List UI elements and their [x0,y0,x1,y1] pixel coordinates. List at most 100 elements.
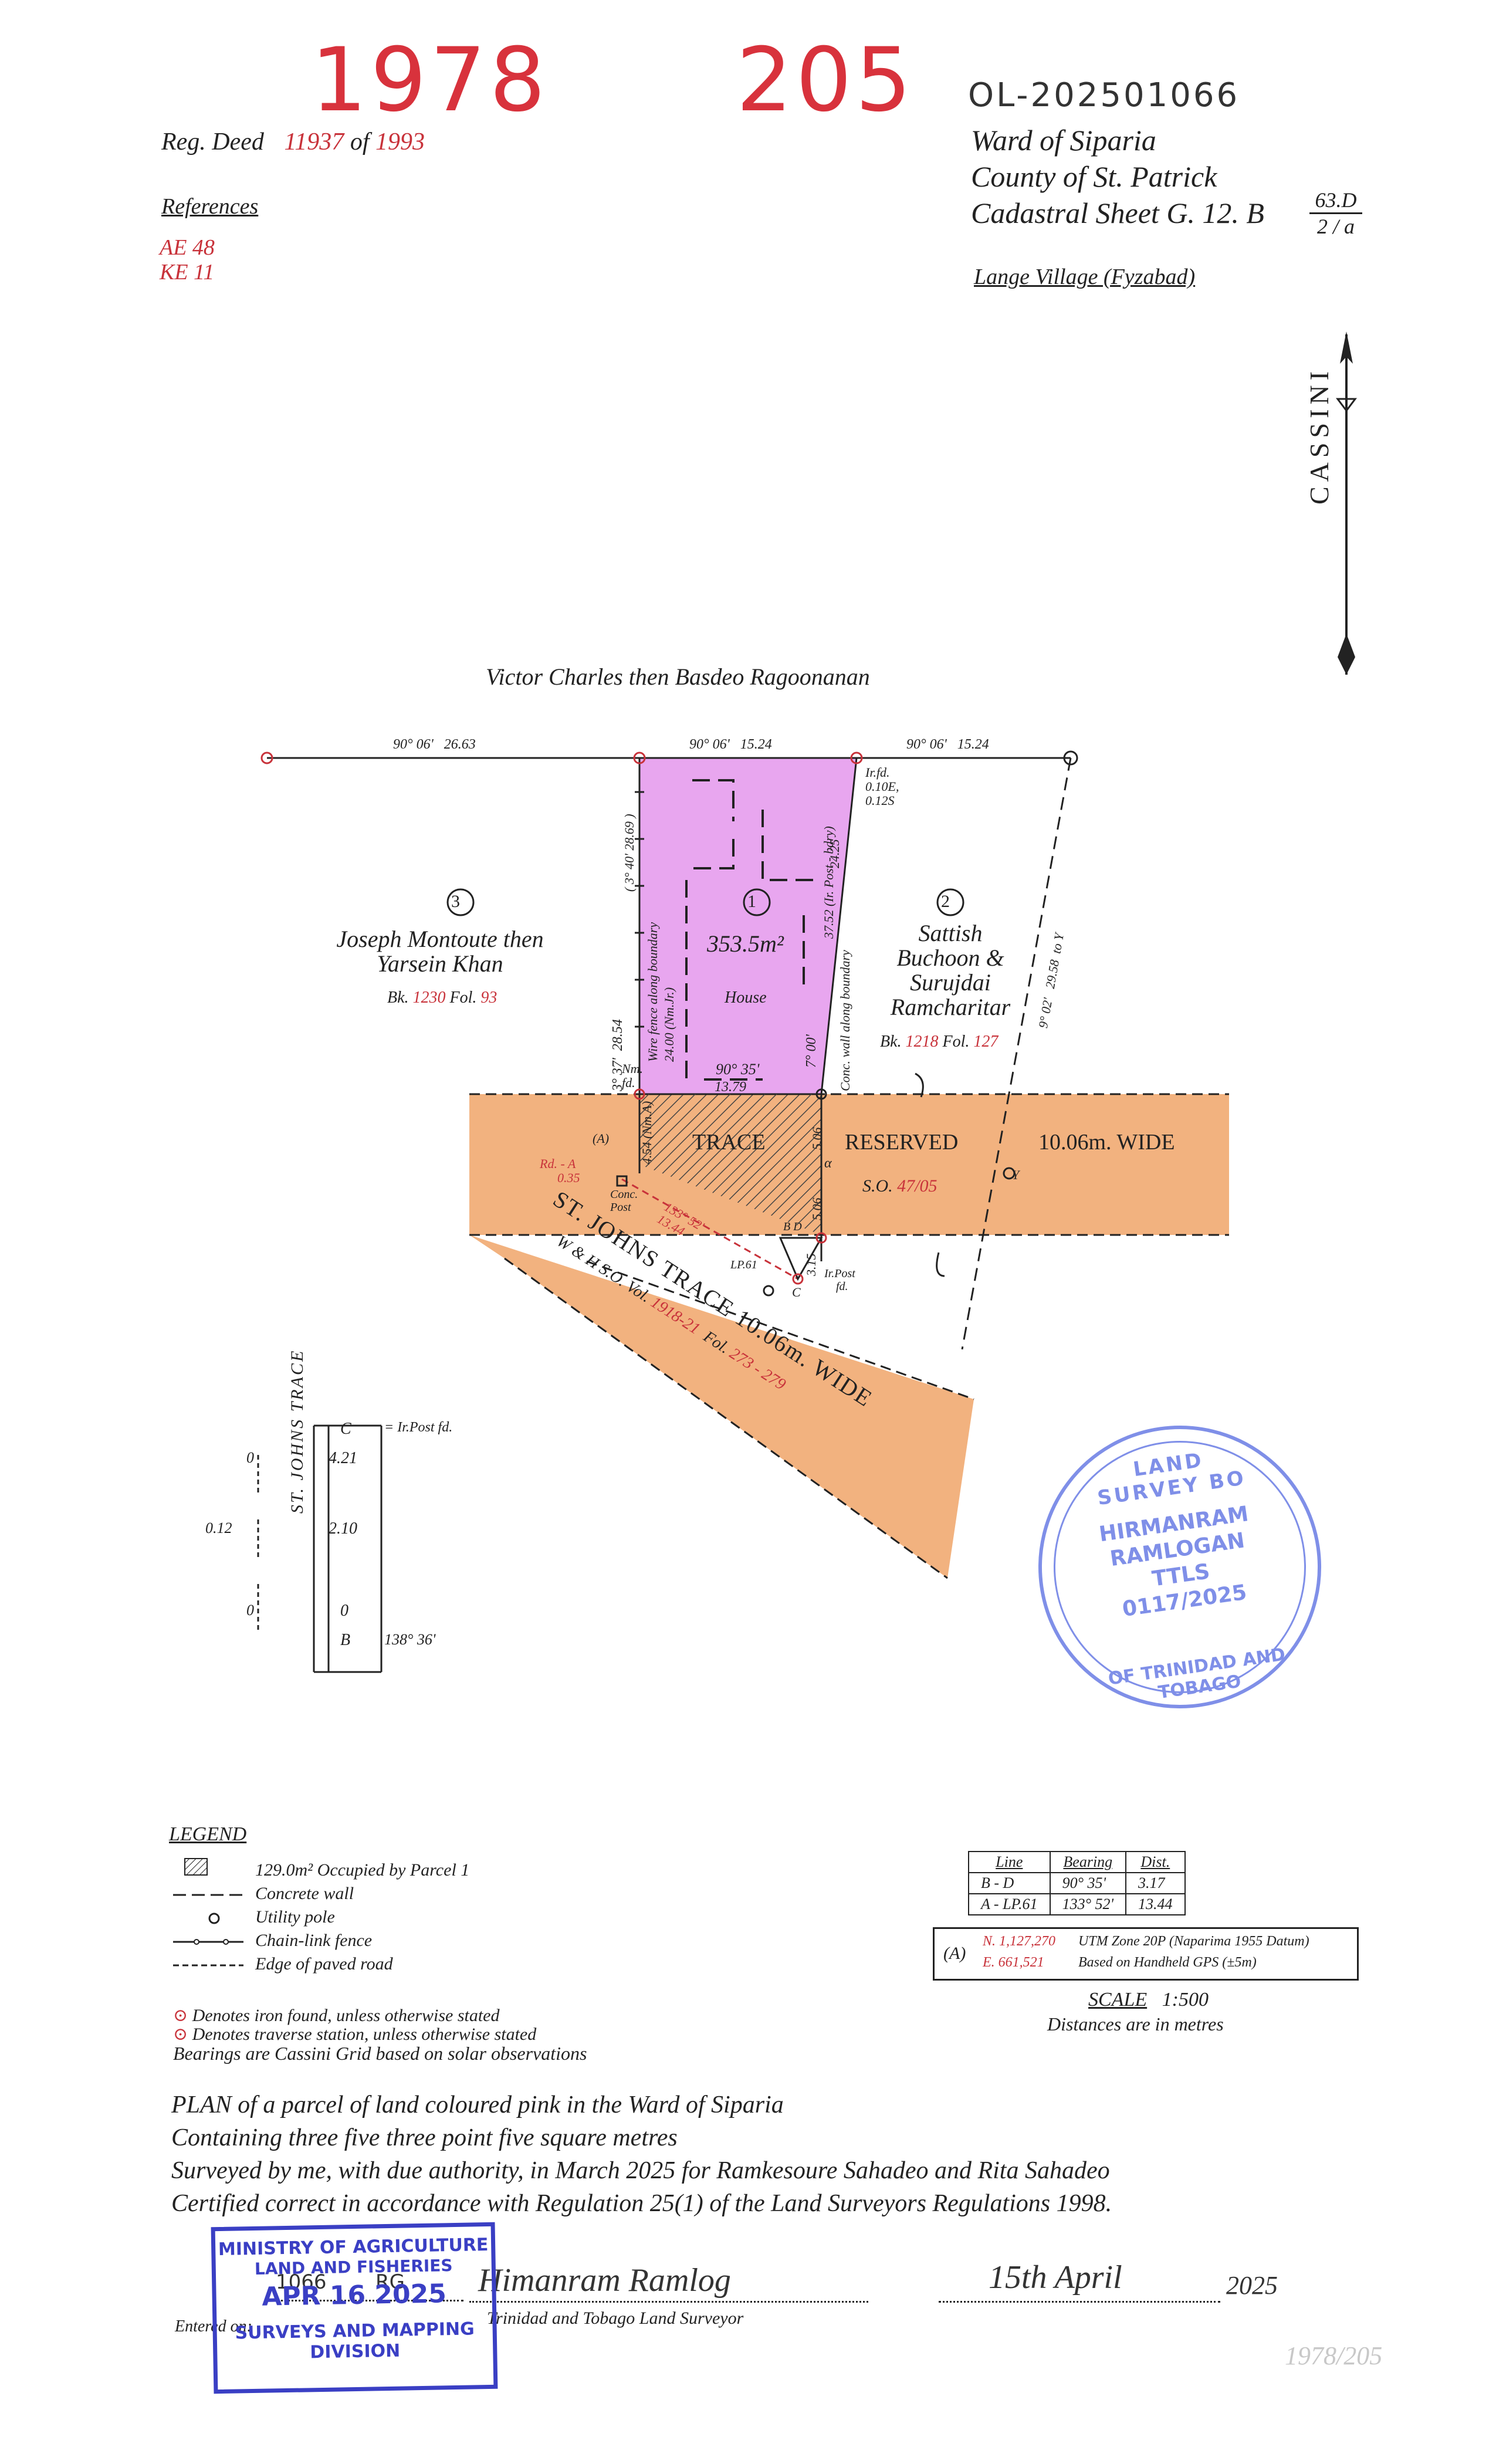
house-walls [685,779,821,1081]
north-arrow-icon [1336,331,1357,675]
ministry-stamp: MINISTRY OF AGRICULTURE LAND AND FISHERI… [211,2222,498,2394]
reference-ae: AE 48 [160,235,215,260]
offset-b: B [340,1631,351,1649]
legend-item: 129.0m² Occupied by Parcel 1 [255,1860,470,1880]
signature-line [469,2301,868,2303]
reg-deed: Reg. Deed 11937 of 1993 [161,128,425,156]
occupied-area [639,1094,821,1235]
offset-diagram [257,1424,383,1673]
iron-found-icon [850,752,863,764]
legend-item: Chain-link fence [255,1931,373,1950]
date-line [939,2301,1220,2303]
legend-title: LEGEND [169,1823,247,1845]
east-boundary [961,757,1072,1350]
arc-mark [915,1072,924,1098]
parcel-1-marker [743,888,771,916]
offset-d3: 0 [340,1602,348,1620]
reg-deed-of: of [350,128,370,155]
legend-item: Utility pole [255,1907,335,1927]
conc-post-label: Conc.Post [610,1188,638,1214]
top-bearing-1: 90° 06' 26.63 [393,737,476,752]
coordinates-box: (A) N. 1,127,270 E. 661,521 UTM Zone 20P… [933,1927,1359,1981]
top-bearing-3: 90° 06' 15.24 [906,737,989,752]
cert-line: Surveyed by me, with due authority, in M… [171,2157,1110,2184]
utility-pole-icon [1003,1167,1016,1180]
house-label: House [725,989,767,1007]
legend-items: 129.0m² Occupied by Parcel 1 Concrete wa… [255,1859,469,1976]
entered-init: RG [375,2270,405,2294]
bearing-note: Bearings are Cassini Grid based on solar… [173,2043,587,2064]
parcel-2-marker [936,888,964,916]
parcel-1-number: 1 [747,892,756,911]
alpha-label: α [824,1156,832,1171]
offset-off1: 0 [246,1449,254,1466]
east-wall-label: Conc. wall along boundary [838,950,852,1091]
offset-d2: 2.10 [329,1519,357,1538]
south-bearing-label: 90° 35' [716,1061,760,1078]
reg-deed-year: 1993 [375,128,425,155]
entered-line [270,2300,463,2301]
arc-mark [936,1252,945,1277]
nail-found-label: Nm.fd. [622,1061,644,1090]
parcel-2-book: Bk. 1218 Fol. 127 [880,1033,999,1051]
parcel-3-book: Bk. 1230 Fol. 93 [387,989,497,1007]
plan-number-left: 1978 [311,29,549,131]
survey-date: 15th April [989,2259,1122,2296]
road-edge [586,1260,974,1400]
cert-line: Certified correct in accordance with Reg… [171,2190,1112,2217]
west-fence-label: Wire fence along boundary [645,922,660,1062]
so-label: S.O. 47/05 [862,1176,937,1196]
parcel-3-marker [446,888,475,916]
road-edge [504,1257,948,1579]
nma-dist-label: 4.54 (Nm.A) [639,1101,654,1165]
west-fence-dist: 24.00 (Nm.Jr.) [662,987,676,1062]
trace-label: TRACE [692,1130,766,1155]
surveyor-signature: Himanram Ramlog [478,2262,731,2299]
plan-number-right: 205 [736,29,915,131]
references-title: References [161,194,259,219]
corner-note: 1978/205 [1285,2341,1383,2370]
dist-3: 3.15 [804,1253,818,1277]
iron-found-icon [792,1273,804,1285]
width-label: 10.06m. WIDE [1038,1130,1175,1155]
y-label: Y [1012,1167,1020,1182]
traverse-station-icon [1063,750,1078,766]
legend-item: Concrete wall [255,1884,354,1903]
sheet-fraction-top: 63.D [1309,188,1362,214]
south-dist-label: 13.79 [715,1079,746,1095]
cert-line: PLAN of a parcel of land coloured pink i… [171,2091,784,2118]
cadastral-sheet: Cadastral Sheet G. 12. B [971,197,1264,229]
north-label: CASSINI [1304,367,1334,505]
certification: PLAN of a parcel of land coloured pink i… [171,2089,1112,2220]
offset-triangle [779,1237,823,1281]
entered-no: 1066 [276,2270,327,2294]
conc-post-icon [616,1175,628,1187]
cert-line: Containing three five three point five s… [171,2124,678,2151]
table-row: A - LP.61 133° 52' 13.44 [968,1893,1186,1915]
reg-deed-label: Reg. Deed [161,128,264,155]
reference-line [621,1178,798,1280]
traverse-station-icon [260,752,273,764]
trace-reserved-road [469,1094,1229,1235]
east-wall-dist: 24.25 [827,839,842,869]
handwritten-ref: OL-202501066 [968,76,1240,114]
iron-found-note-text: ⊙ Denotes iron found, unless otherwise s… [173,2006,500,2025]
utility-pole-icon [763,1285,774,1297]
lp61-label: LP.61 [730,1258,757,1271]
iron-found-icon [815,1088,827,1100]
sheet-fraction-bottom: 2 / a [1316,215,1355,238]
st-johns-road [469,1235,974,1578]
village: Lange Village (Fyzabad) [974,265,1196,289]
iron-found-icon [815,1232,827,1244]
dist-1: 5.06 [810,1127,824,1150]
entered-on: Entered on: [175,2317,252,2336]
iron-found-icon [634,1088,645,1100]
iron-found-icon: ⊙ [173,2006,188,2025]
legend-item: Edge of paved road [255,1954,393,1974]
offset-c-note: = Ir.Post fd. [384,1420,453,1435]
legend-notes: ⊙ Denotes iron found, unless otherwise s… [173,2006,587,2063]
offset-d1: 4.21 [329,1449,357,1467]
legend-symbols [173,1858,243,1967]
